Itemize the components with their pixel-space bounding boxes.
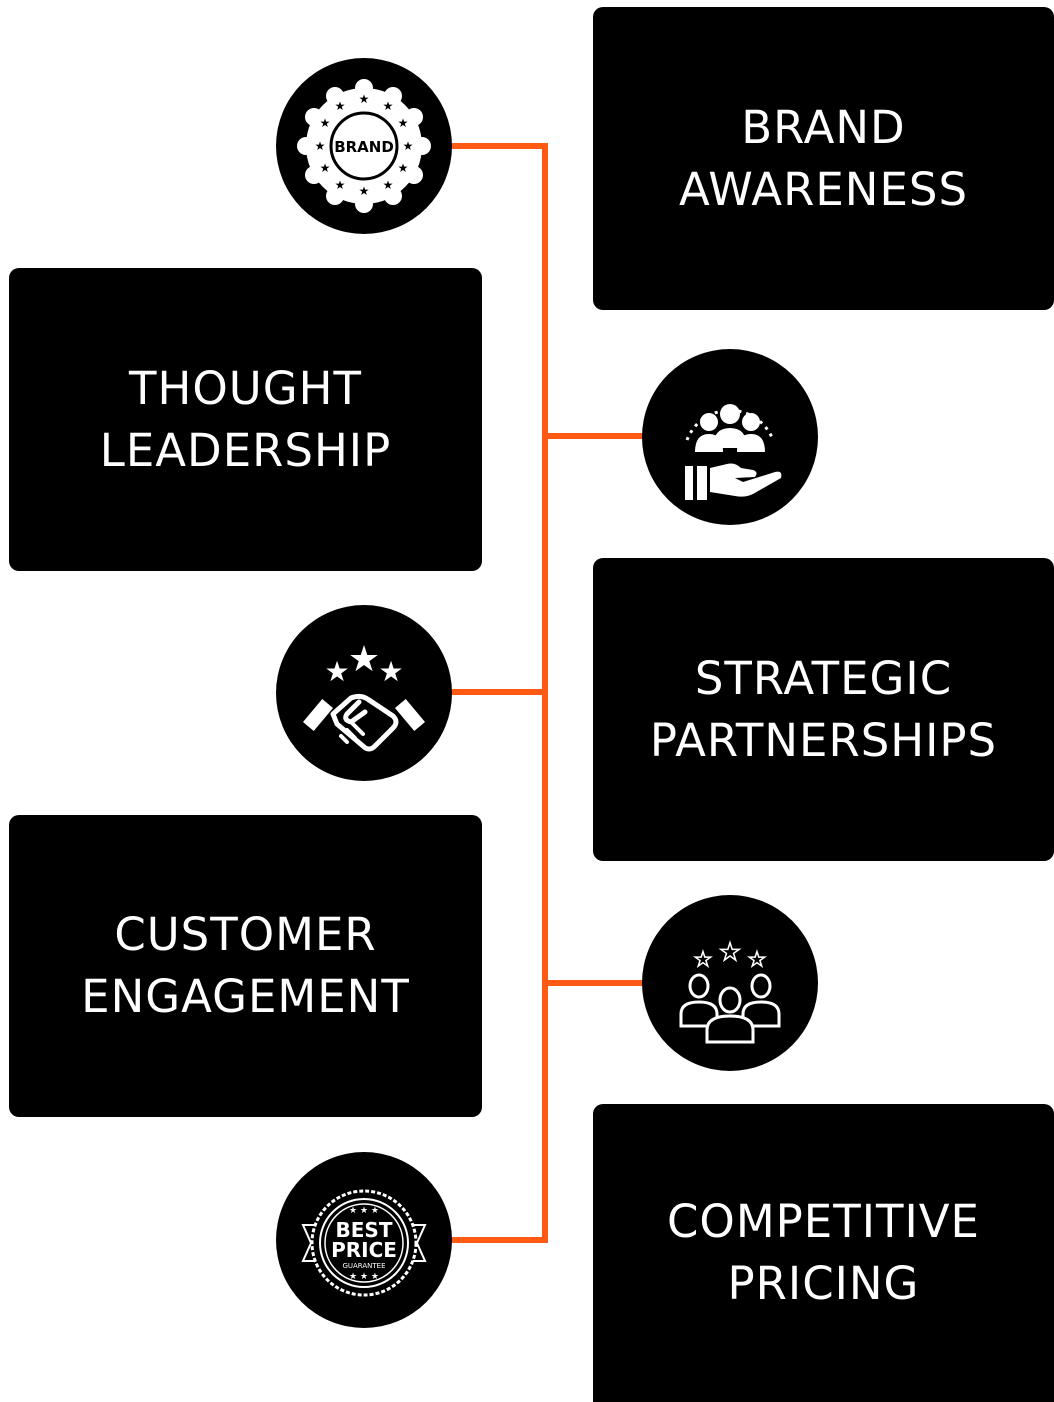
strategic-partnerships-label: STRATEGIC PARTNERSHIPS [649,651,998,767]
svg-text:★: ★ [748,947,766,971]
svg-text:★ ★ ★: ★ ★ ★ [349,1272,379,1282]
people-rating-stars-circle: ★ ★ ★ [642,895,818,1071]
people-rating-stars-icon: ★ ★ ★ [679,937,781,1044]
brand-badge-icon: ★ ★ ★ ★ ★ ★ ★ ★ ★ ★ ★ ★ BRAND [297,79,431,213]
competitive-pricing-box: COMPETITIVE PRICING [593,1104,1054,1402]
svg-text:★: ★ [359,184,370,198]
customer-engagement-box: CUSTOMER ENGAGEMENT [9,815,482,1117]
best-price-line3: GUARANTEE [342,1262,385,1270]
svg-text:★: ★ [378,655,403,688]
brand-awareness-box: BRAND AWARENESS [593,7,1054,310]
svg-text:★: ★ [320,116,331,130]
brand-badge-circle: ★ ★ ★ ★ ★ ★ ★ ★ ★ ★ ★ ★ BRAND [276,58,452,234]
best-price-line2: PRICE [331,1238,397,1262]
svg-text:★: ★ [383,178,394,192]
brand-awareness-label: BRAND AWARENESS [678,100,969,216]
hand-holding-people-icon [685,404,782,500]
svg-text:★: ★ [383,99,394,113]
svg-text:★: ★ [359,92,370,106]
best-price-seal-circle: ★ ★ ★ ★ ★ ★ BEST PRICE GUARANTEE [276,1152,452,1328]
svg-text:★: ★ [324,655,349,688]
svg-text:★: ★ [348,639,380,680]
handshake-stars-icon: ★ ★ ★ [302,639,426,752]
svg-text:★ ★ ★: ★ ★ ★ [349,1206,379,1216]
handshake-stars-circle: ★ ★ ★ [276,605,452,781]
svg-text:★: ★ [335,178,346,192]
thought-leadership-label: THOUGHT LEADERSHIP [99,361,392,477]
best-price-seal-icon: ★ ★ ★ ★ ★ ★ BEST PRICE GUARANTEE [301,1189,427,1297]
svg-text:★: ★ [315,139,326,153]
svg-text:★: ★ [719,938,741,966]
thought-leadership-box: THOUGHT LEADERSHIP [9,268,482,571]
svg-text:★: ★ [398,116,409,130]
hand-holding-people-circle [642,349,818,525]
svg-text:★: ★ [335,99,346,113]
brand-badge-text: BRAND [334,138,394,156]
customer-engagement-label: CUSTOMER ENGAGEMENT [81,908,410,1023]
svg-text:★: ★ [403,139,414,153]
svg-text:★: ★ [694,947,712,971]
svg-text:★: ★ [320,161,331,175]
strategic-partnerships-box: STRATEGIC PARTNERSHIPS [593,558,1054,861]
competitive-pricing-label: COMPETITIVE PRICING [667,1195,980,1310]
svg-text:★: ★ [398,161,409,175]
best-price-line1: BEST [336,1218,393,1242]
